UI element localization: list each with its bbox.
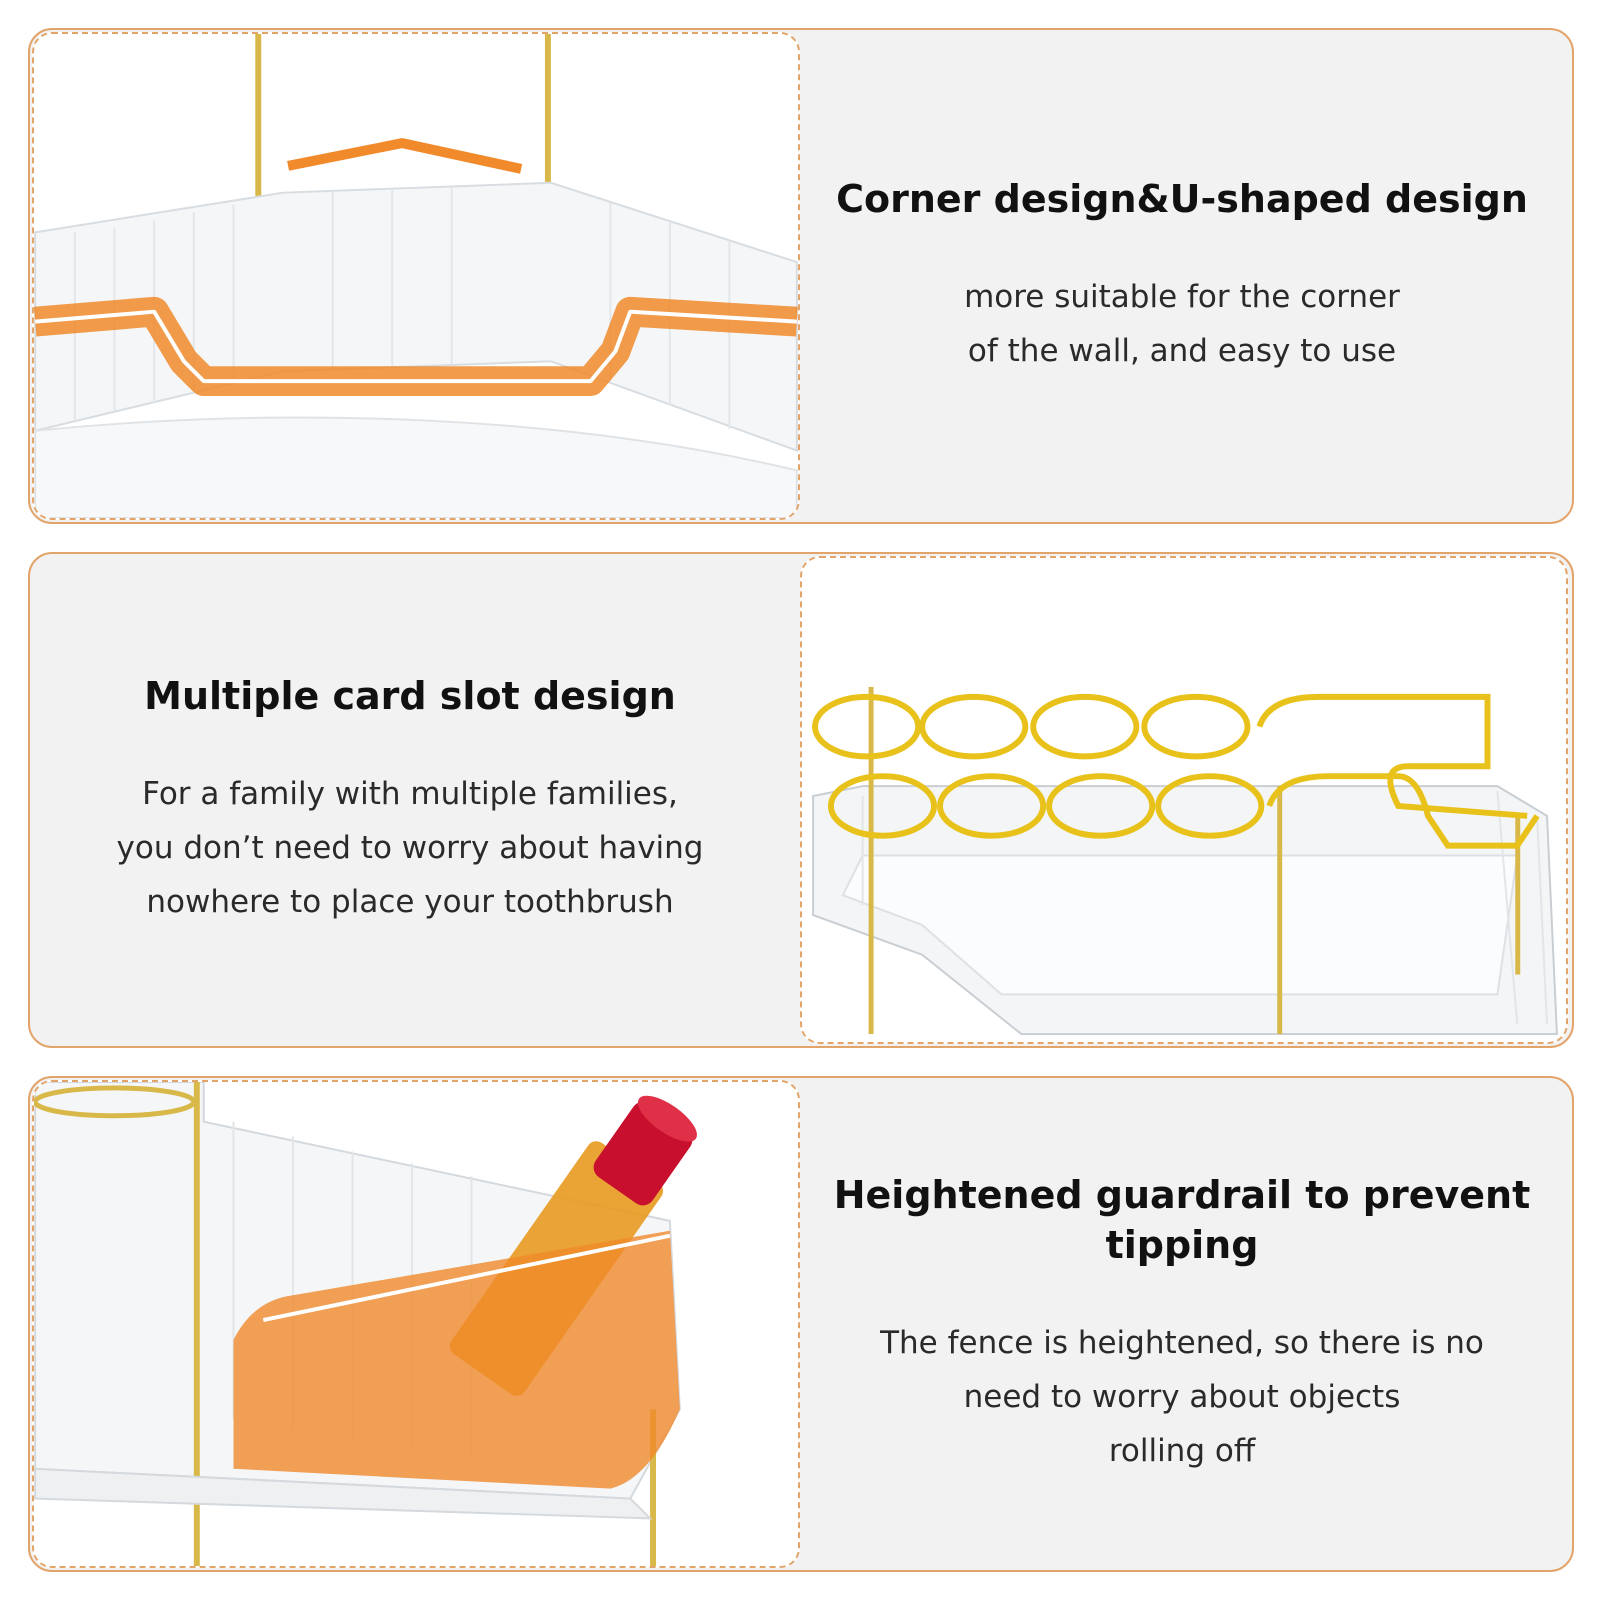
description-line: need to worry about objects: [963, 1379, 1401, 1415]
corner-tray-photo: [32, 32, 800, 520]
description-line: rolling off: [1108, 1433, 1256, 1469]
description-line: more suitable for the corner: [964, 279, 1400, 315]
feature-panel-guardrail: Heightened guardrail to prevent tipping …: [28, 1076, 1574, 1572]
feature-description: The fence is heightened, so there is no …: [812, 1316, 1552, 1478]
description-line: For a family with multiple families,: [142, 776, 678, 812]
feature-description: more suitable for the corner of the wall…: [812, 270, 1552, 378]
feature-text-slots: Multiple card slot design For a family w…: [30, 554, 790, 1046]
feature-text-guardrail: Heightened guardrail to prevent tipping …: [802, 1078, 1562, 1570]
description-line: of the wall, and easy to use: [967, 333, 1397, 369]
feature-heading: Heightened guardrail to prevent tipping: [833, 1173, 1531, 1267]
feature-panel-slots: Multiple card slot design For a family w…: [28, 552, 1574, 1048]
guardrail-lipstick-photo: [32, 1080, 800, 1568]
description-line: nowhere to place your toothbrush: [146, 884, 674, 920]
toothbrush-holder-photo: [800, 556, 1568, 1044]
feature-description: For a family with multiple families, you…: [40, 767, 780, 929]
description-line: you don’t need to worry about having: [116, 830, 704, 866]
feature-heading: Multiple card slot design: [144, 674, 676, 718]
feature-panel-corner: Corner design&U-shaped design more suita…: [28, 28, 1574, 524]
description-line: The fence is heightened, so there is no: [880, 1325, 1484, 1361]
feature-text-corner: Corner design&U-shaped design more suita…: [802, 30, 1562, 522]
feature-heading: Corner design&U-shaped design: [836, 177, 1528, 221]
